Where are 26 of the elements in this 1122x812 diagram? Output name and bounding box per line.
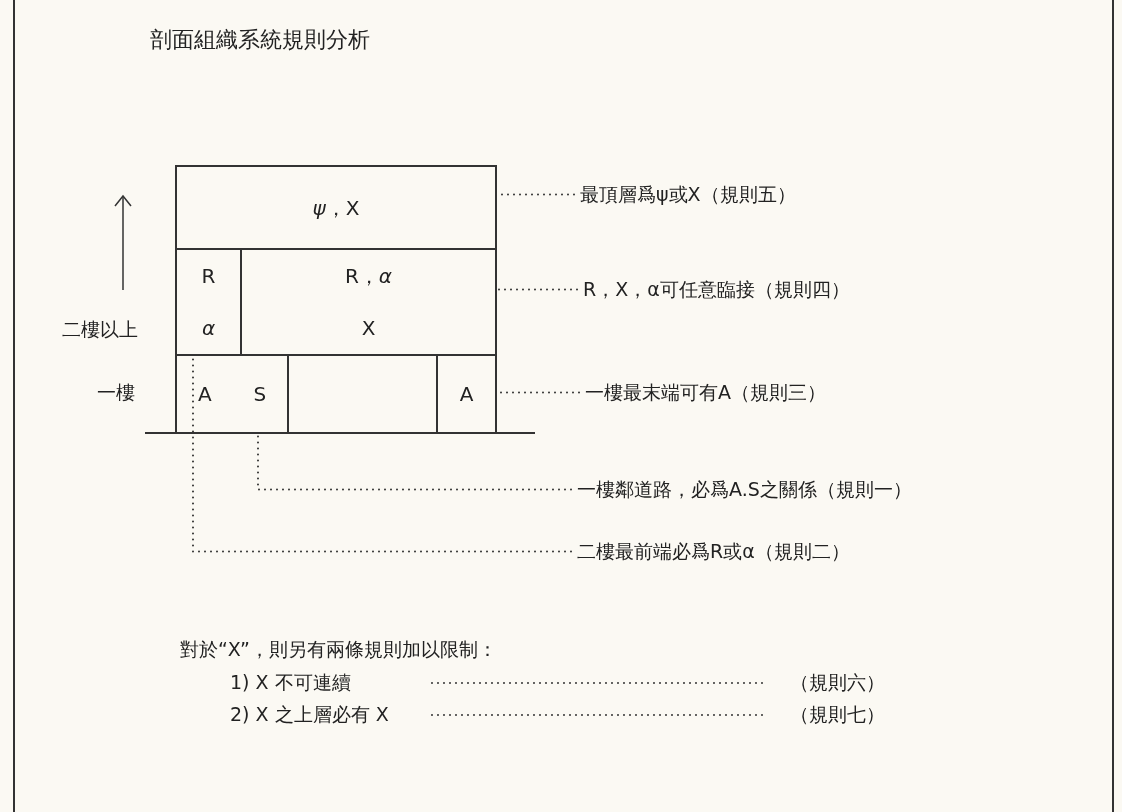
note-text: 對於“X”，則另有兩條規則加以限制： — [180, 638, 497, 661]
rule-text: 一樓鄰道路，必爲A.S之關係（規則一） — [577, 478, 912, 501]
section-box — [175, 165, 497, 250]
cell-label: α — [201, 316, 216, 340]
cell-label: S — [253, 382, 267, 406]
section-box — [175, 354, 289, 434]
floor-label: 二樓以上 — [62, 318, 138, 341]
cell-label: ψ，X — [312, 195, 360, 220]
rule-text: 一樓最末端可有A（規則三） — [585, 381, 826, 404]
cell-label: R — [201, 264, 216, 288]
rule-ref: （規則六） — [790, 671, 885, 694]
cell-label: A — [197, 382, 212, 406]
section-box — [436, 354, 497, 434]
rule-text: R，X，α可任意臨接（規則四） — [583, 278, 850, 301]
rule-ref: （規則七） — [790, 703, 885, 726]
leader-line — [496, 288, 578, 291]
cell-label: X — [361, 316, 376, 340]
rule-text: 二樓最前端必爲R或α（規則二） — [577, 540, 850, 563]
rule-item: 1) X 不可連續 — [230, 671, 351, 694]
cell-label: R，α — [344, 264, 393, 288]
floor-label: 一樓 — [97, 381, 135, 404]
leader-line — [257, 433, 572, 491]
diagram-title: 剖面組織系統規則分析 — [150, 26, 370, 54]
rule-item: 2) X 之上層必有 X — [230, 703, 389, 726]
rule-text: 最頂層爲ψ或X（規則五） — [580, 183, 796, 206]
cell-label: A — [459, 382, 474, 406]
